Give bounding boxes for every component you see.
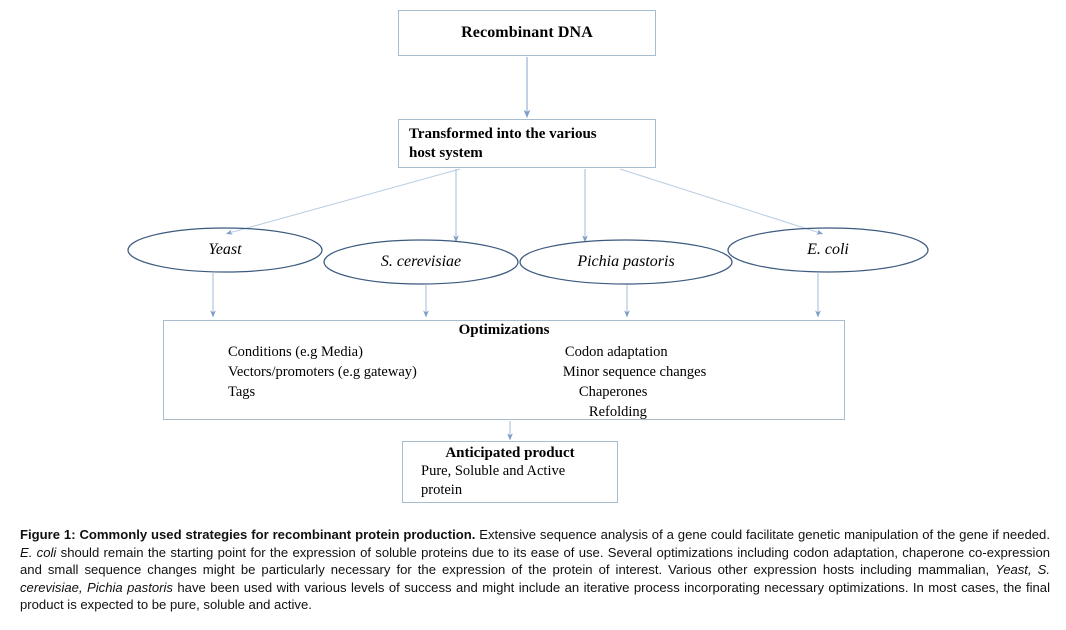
box-recombinant-dna-title: Recombinant DNA xyxy=(461,24,593,41)
box-transformed-into-host-system: Transformed into the various host system xyxy=(398,119,656,168)
optimization-item: Tags xyxy=(228,384,256,400)
optimizations-columns: Conditions (e.g Media) Vectors/promoters… xyxy=(164,342,844,422)
optimization-item: Codon adaptation xyxy=(564,344,668,360)
optimization-item: Refolding xyxy=(588,404,647,420)
optimizations-right-column: Codon adaptation Minor sequence changes … xyxy=(563,342,844,422)
box-transformed-line1: Transformed into the various xyxy=(409,126,597,142)
box-anticipated-product: Anticipated product Pure, Soluble and Ac… xyxy=(402,441,618,503)
optimization-item: Minor sequence changes xyxy=(562,364,707,380)
caption-emphasis-hosts: Yeast, S. cerevisiae, Pichia pastoris xyxy=(20,562,1050,595)
ellipse-label-yeast: Yeast xyxy=(208,241,242,258)
ellipse-label-pichia-pastoris: Pichia pastoris xyxy=(577,253,675,270)
optimizations-left-column: Conditions (e.g Media) Vectors/promoters… xyxy=(164,342,563,422)
caption-label: Figure 1: Commonly used strategies for r… xyxy=(20,527,476,542)
arrow-transformed-to-e-coli xyxy=(619,168,824,235)
caption-emphasis-ecoli: E. coli xyxy=(20,544,57,560)
box-anticipated-line1: Pure, Soluble and Active xyxy=(421,463,566,479)
box-recombinant-dna: Recombinant DNA xyxy=(398,10,656,56)
optimization-item: Chaperones xyxy=(578,384,648,400)
arrow-transformed-to-yeast xyxy=(225,168,461,235)
box-anticipated-line2: protein xyxy=(421,482,463,498)
optimization-item: Conditions (e.g Media) xyxy=(228,344,363,360)
box-transformed-line2: host system xyxy=(409,145,483,161)
ellipse-label-e-coli: E. coli xyxy=(807,241,849,258)
ellipse-label-s-cerevisiae: S. cerevisiae xyxy=(380,253,462,270)
caption-part2: should remain the starting point for the… xyxy=(20,544,1051,578)
box-optimizations: Optimizations Conditions (e.g Media) Vec… xyxy=(163,320,845,420)
box-anticipated-title: Anticipated product xyxy=(445,445,575,461)
caption-part1: Extensive sequence analysis of a gene co… xyxy=(475,527,1050,542)
figure-caption: Figure 1: Commonly used strategies for r… xyxy=(20,526,1050,614)
optimization-item: Vectors/promoters (e.g gateway) xyxy=(228,364,417,380)
box-optimizations-title: Optimizations xyxy=(458,322,550,338)
caption-part3: have been used with various levels of su… xyxy=(20,579,1050,613)
